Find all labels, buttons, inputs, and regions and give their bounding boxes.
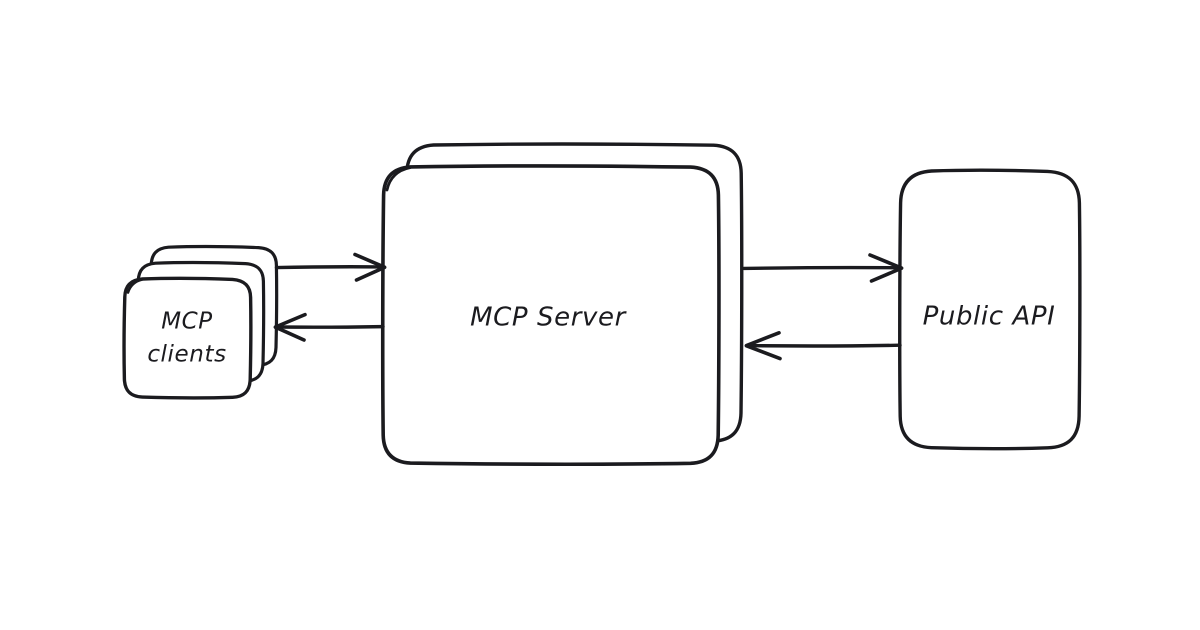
edge-clients-to-server[interactable]: [274, 252, 387, 282]
mcp-clients-label-line1: MCP: [161, 309, 213, 335]
mcp-server-card-front: [380, 164, 721, 466]
node-mcp-clients[interactable]: MCP clients: [122, 244, 279, 400]
mcp-clients-card-front: [122, 276, 253, 400]
edge-server-to-api[interactable]: [742, 253, 904, 283]
node-mcp-server[interactable]: MCP Server: [380, 142, 744, 466]
public-api-label: Public API: [923, 302, 1056, 332]
mcp-clients-label-line2: clients: [147, 342, 226, 368]
mcp-server-label: MCP Server: [470, 303, 628, 333]
edge-server-to-clients[interactable]: [273, 312, 385, 342]
node-public-api[interactable]: Public API: [898, 168, 1082, 451]
edge-api-to-server[interactable]: [744, 331, 902, 361]
public-api-card: [898, 168, 1082, 451]
